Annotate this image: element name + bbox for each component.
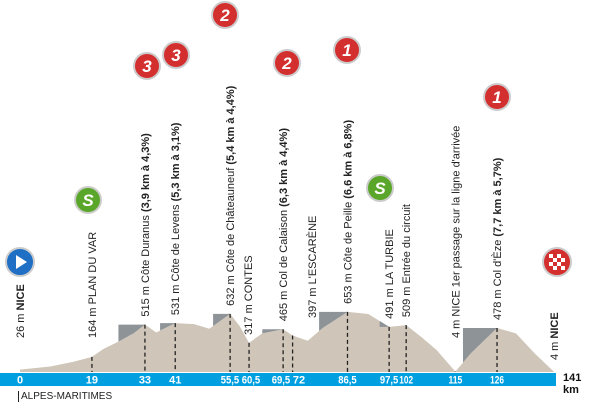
waypoint-label-bold: (6,3 km à 4,4%) (278, 128, 290, 207)
waypoint-label-text: 531 m Côte de Levens (170, 201, 182, 315)
climb-segment (262, 329, 284, 334)
kom-icon: 3 (162, 41, 190, 69)
climb-segment (379, 321, 390, 327)
badge-text: 2 (281, 54, 292, 73)
waypoint-label: 632 m Côte de Châteauneuf (5,4 km à 4,4%… (225, 85, 237, 305)
kom-icon: 1 (333, 36, 361, 64)
waypoint-label-text: 164 m PLAN DU VAR (87, 232, 99, 338)
region-label: ALPES-MARITIMES (18, 391, 112, 402)
checker-square (549, 254, 553, 258)
checker-square (561, 258, 565, 262)
badge-text: 1 (342, 41, 351, 60)
waypoint-label: 4 m NICE (549, 312, 561, 360)
km-tick-label: 60,5 (242, 375, 260, 387)
badge-circle (162, 41, 190, 69)
waypoint-label: 4 m NICE 1er passage sur la ligne d'arri… (450, 126, 462, 338)
waypoint-label: 491 m LA TURBIE (384, 229, 396, 319)
badge-circle (366, 174, 394, 202)
badge-circle (74, 186, 102, 214)
km-tick-label: 72 (293, 375, 305, 387)
waypoint-label: 509 m Entrée du circuit (401, 204, 413, 317)
waypoint-label-bold: (7,7 km à 5,7%) (492, 157, 504, 236)
distance-axis-bar (0, 373, 556, 386)
badge-circle (133, 52, 161, 80)
km-tick-label: 102 (399, 375, 413, 387)
terrain-area (20, 311, 554, 372)
finish-icon (542, 247, 572, 277)
waypoint-label-text: 515 m Côte Duranus (140, 212, 152, 317)
sprint-icon: S (366, 174, 394, 202)
waypoint-label-text: 397 m L'ESCARÈNE (306, 216, 319, 318)
climb-segment (160, 323, 176, 331)
waypoint-label-text: 653 m Côte de Peille (342, 199, 354, 304)
waypoint-label-text: 478 m Col d'Èze (491, 237, 504, 320)
kom-icon: 1 (483, 83, 511, 111)
waypoint-label: 478 m Col d'Èze (7,7 km à 5,7%) (491, 157, 504, 320)
checker-square (561, 266, 565, 270)
total-distance: 141 km (563, 372, 582, 396)
waypoint-label-bold: (3,9 km à 4,3%) (140, 133, 152, 212)
badge-circle (483, 83, 511, 111)
badge-circle (333, 36, 361, 64)
km-tick-label: 97,5 (380, 375, 398, 387)
km-tick-label: 0 (17, 375, 23, 387)
waypoint-label-bold: NICE (15, 284, 27, 310)
play-triangle (16, 255, 27, 269)
waypoint-label: 515 m Côte Duranus (3,9 km à 4,3%) (140, 133, 152, 317)
waypoint-label: 653 m Côte de Peille (6,6 km à 6,8%) (342, 120, 354, 304)
waypoint-label: 164 m PLAN DU VAR (87, 232, 99, 338)
climb-segment (213, 313, 231, 327)
waypoint-label-text: 4 m NICE 1er passage sur la ligne d'arri… (450, 126, 462, 338)
waypoint-label-text: 26 m (15, 310, 27, 338)
waypoint-label-text: 465 m Col de Calaison (278, 207, 290, 321)
checker-square (553, 258, 557, 262)
waypoint-label-bold: (5,3 km à 3,1%) (170, 122, 182, 201)
km-tick-label: 126 (490, 375, 504, 387)
start-icon (5, 247, 35, 277)
waypoint-label: 465 m Col de Calaison (6,3 km à 4,4%) (278, 128, 290, 322)
badge-circle (211, 1, 239, 29)
waypoint-label-bold: (6,6 km à 6,8%) (342, 120, 354, 199)
km-tick-label: 115 (448, 375, 462, 387)
badge-text: 2 (219, 6, 230, 25)
badge-text: S (82, 191, 94, 210)
kom-icon: 2 (211, 1, 239, 29)
waypoint-label-text: 509 m Entrée du circuit (401, 204, 413, 317)
kom-icon: 3 (133, 52, 161, 80)
sprint-icon: S (74, 186, 102, 214)
climb-segment (462, 328, 498, 363)
checker-square (557, 254, 561, 258)
badge-circle (273, 49, 301, 77)
kom-icon: 2 (273, 49, 301, 77)
checker-square (557, 262, 561, 266)
climb-segment (319, 311, 348, 332)
waypoint-label: 26 m NICE (15, 284, 27, 338)
badge-text: S (374, 179, 386, 198)
waypoint-label-bold: NICE (549, 312, 561, 338)
waypoint-label: 317 m CONTES (243, 255, 255, 334)
km-tick-label: 69,5 (272, 375, 290, 387)
checker-square (549, 262, 553, 266)
waypoint-label-text: 4 m (549, 339, 561, 360)
waypoint-label-text: 632 m Côte de Châteauneuf (225, 165, 237, 306)
waypoint-label-bold: (5,4 km à 4,4%) (225, 85, 237, 164)
checker-square (553, 266, 557, 270)
km-tick-label: 19 (86, 375, 98, 387)
km-tick-label: 86,5 (338, 375, 356, 387)
waypoint-label: 397 m L'ESCARÈNE (306, 216, 319, 318)
waypoint-label-text: 491 m LA TURBIE (384, 229, 396, 319)
waypoint-label-text: 317 m CONTES (243, 255, 255, 334)
badge-text: 1 (492, 88, 501, 107)
badge-text: 3 (171, 46, 181, 65)
km-tick-label: 33 (139, 375, 151, 387)
km-tick-label: 41 (169, 375, 181, 387)
climb-segment (118, 324, 145, 342)
km-tick-label: 55,5 (221, 375, 239, 387)
waypoint-label: 531 m Côte de Levens (5,3 km à 3,1%) (170, 122, 182, 315)
badge-text: 3 (142, 57, 152, 76)
